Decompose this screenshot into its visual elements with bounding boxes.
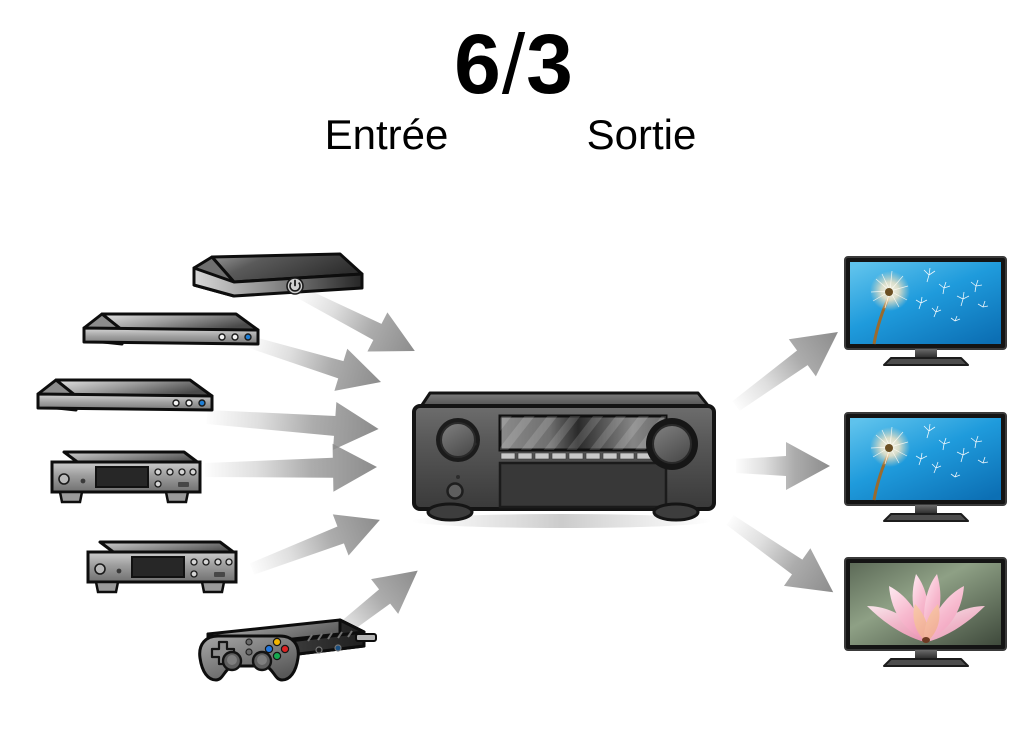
arrow-input-2 <box>248 336 382 391</box>
tv-stand <box>883 513 969 522</box>
lotus-flower <box>867 574 985 643</box>
tv-neck <box>915 650 937 659</box>
arrow-output-3 <box>726 515 834 593</box>
tv-screen-content <box>850 418 1001 501</box>
floating-seeds <box>915 423 989 478</box>
output-tv-1[interactable] <box>843 255 1008 368</box>
output-tv-3[interactable] <box>843 556 1008 669</box>
tv-screen-content <box>850 262 1001 345</box>
dvd-face <box>36 392 214 412</box>
indicator-dots <box>218 333 252 341</box>
console-port-1 <box>315 646 323 654</box>
av-receiver[interactable] <box>392 381 732 531</box>
input-selector-knob <box>436 418 480 462</box>
cd-display-window <box>95 466 149 488</box>
tv-neck <box>915 349 937 358</box>
media-eject-knob <box>94 563 106 575</box>
media-small-dot <box>116 568 122 574</box>
console-port-2 <box>334 644 342 652</box>
indicator-dots <box>172 399 206 407</box>
analog-sticks <box>221 650 273 672</box>
input-label: Entrée <box>324 111 449 158</box>
ratio-separator: / <box>501 17 527 111</box>
standby-led <box>456 475 460 479</box>
receiver-shadow <box>412 514 712 528</box>
media-display-window <box>131 556 185 578</box>
tv-stand <box>883 357 969 366</box>
source-device-game-console[interactable] <box>188 612 378 690</box>
front-panel-door <box>498 461 668 509</box>
floating-seeds <box>915 267 989 322</box>
cd-ir-window <box>178 482 189 487</box>
receiver-feet <box>426 502 700 522</box>
face-buttons <box>264 637 290 661</box>
source-device-blu-ray-player[interactable] <box>78 310 263 358</box>
menu-buttons <box>245 638 253 656</box>
cd-player-feet <box>58 490 190 504</box>
media-player-feet <box>94 580 226 594</box>
tv-stand <box>883 658 969 667</box>
io-ratio: 6/3 <box>0 22 1028 106</box>
page-title: 6/3 Entrée Sortie <box>0 22 1028 156</box>
arrow-output-2 <box>736 442 830 490</box>
blu-ray-face <box>82 326 260 346</box>
media-control-buttons <box>190 558 233 578</box>
source-device-media-player[interactable] <box>84 536 244 598</box>
output-tv-2[interactable] <box>843 411 1008 524</box>
output-count: 3 <box>526 17 574 111</box>
cd-small-dot <box>80 478 86 484</box>
tv-neck <box>915 505 937 514</box>
arrow-input-4 <box>204 443 377 492</box>
console-tray <box>355 633 377 642</box>
volume-knob <box>646 418 698 470</box>
gamepad[interactable] <box>198 634 300 682</box>
arrow-input-3 <box>206 401 379 450</box>
source-device-cd-player[interactable] <box>48 446 208 508</box>
power-button <box>446 482 464 500</box>
source-device-set-top-box[interactable] <box>190 252 365 314</box>
power-icon <box>286 277 304 295</box>
arrow-output-1 <box>732 331 838 411</box>
media-ir-window <box>214 572 225 577</box>
source-device-dvd-player[interactable] <box>32 376 217 424</box>
arrow-input-5 <box>249 514 380 575</box>
set-top-box-face <box>192 266 364 298</box>
tv-screen-content <box>850 563 1001 645</box>
input-count: 6 <box>454 17 502 111</box>
console-vents <box>307 630 353 642</box>
io-labels: Entrée Sortie <box>0 114 1028 156</box>
cd-control-buttons <box>154 468 197 488</box>
front-panel-display <box>498 414 668 452</box>
cd-eject-knob <box>58 473 70 485</box>
output-label: Sortie <box>586 111 697 158</box>
